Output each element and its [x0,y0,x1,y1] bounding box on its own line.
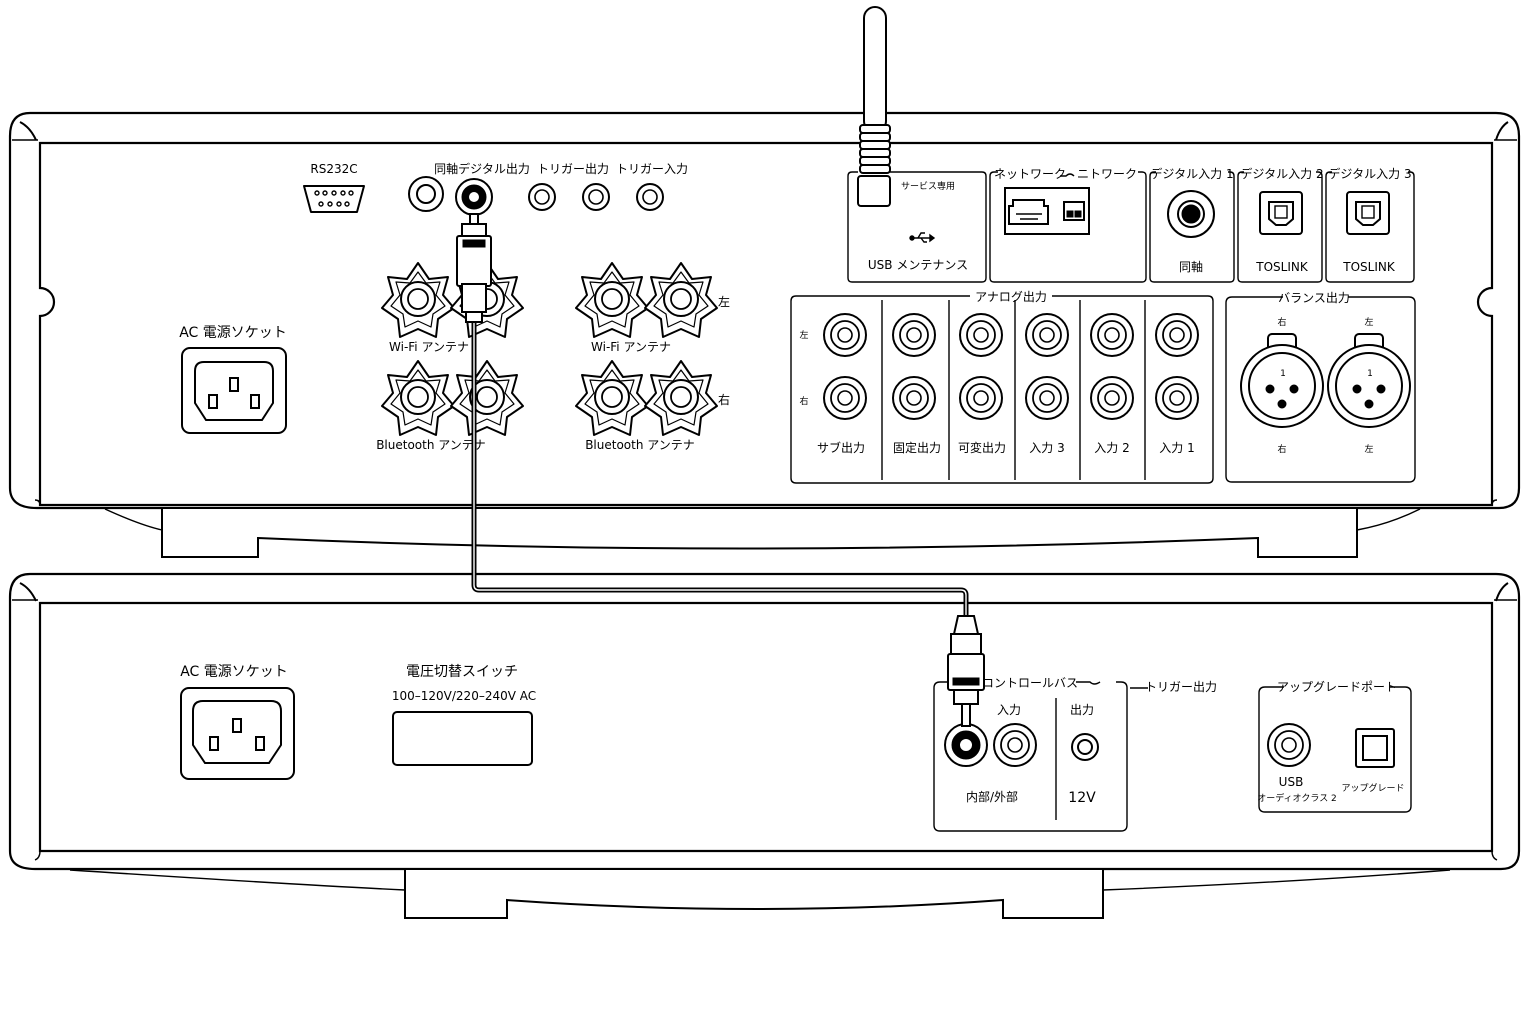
coax-digital-output-label: 同軸デジタル出力 [434,161,530,176]
service-only-label: サービス専用 [901,180,955,192]
ac-socket-label-bottom: AC 電源ソケット [180,664,288,680]
upgrade-port: アップグレードポート USB オーディオクラス 2 アップグレード [1257,680,1412,813]
trigger-output-jacks: トリガー出力 [528,162,610,211]
toslink-label-1: TOSLINK [1255,260,1309,274]
bottom-unit: AC 電源ソケット 電圧切替スイッチ 100–120V/220–240V AC … [8,572,1521,919]
analog-output-label: アナログ出力 [975,290,1047,304]
audio-class-2-label: オーディオクラス 2 [1257,792,1337,804]
control-bus-input-label: 入力 [997,703,1021,717]
usb-icon [909,232,936,243]
control-bus-output-label: 出力 [1070,703,1094,717]
xlr-pin-label-right: 1 [1280,369,1286,379]
usb-label: USB [1279,775,1304,789]
coax-digital-output: 同軸デジタル出力 [408,161,530,216]
analog-column-input-3: 入力 3 [1029,441,1064,455]
bluetooth-antenna-label-a: Bluetooth アンテナ [376,438,486,452]
voltage-switch-label: 電圧切替スイッチ [406,664,518,680]
analog-column-fixed-out: 固定出力 [893,440,941,455]
xlr-right: 1 [1240,333,1324,428]
cable-plug-bottom [947,615,985,727]
upgrade-port-label: アップグレードポート [1277,680,1397,694]
voltage-selector-switch: 電圧切替スイッチ 100–120V/220–240V AC [392,664,536,766]
digital-input-3-label: デジタル入力 3 [1328,166,1411,181]
network-port: ネットワーク ニトワーク [989,167,1147,283]
digital-input-2: デジタル入力 2 TOSLINK [1237,166,1324,283]
analog-left-label: 左 [799,329,808,341]
analog-outputs: アナログ出力 左 右 サブ出力 固定出力 可変出力 入力 3 入力 2 入力 1 [790,290,1214,484]
wifi-antenna [857,6,891,207]
xlr-left: 1 [1327,333,1411,428]
internal-external-label: 内部/外部 [966,789,1018,804]
coax-input-label: 同軸 [1179,260,1203,274]
12v-label: 12V [1068,790,1096,806]
voltage-range-label: 100–120V/220–240V AC [392,689,536,703]
bluetooth-antenna-label-b: Bluetooth アンテナ [585,438,695,452]
trigger-input-jack: トリガー入力 [616,162,688,211]
wifi-antenna-label-a: Wi-Fi アンテナ [389,340,469,354]
control-bus-label: コントロールバス [982,676,1078,690]
xlr-left-top-label: 左 [1364,316,1373,328]
analog-column-variable-out: 可変出力 [958,440,1006,455]
ac-power-socket-top: AC 電源ソケット [179,325,287,434]
balanced-outputs: バランス出力 右 左 1 1 右 左 [1225,291,1416,483]
speaker-right-label: 右 [718,392,730,407]
xlr-left-bottom-label: 左 [1364,443,1373,455]
speaker-terminals-a: Wi-Fi アンテナ Bluetooth アンテナ [376,262,524,452]
digital-input-1-label: デジタル入力 1 [1150,166,1233,181]
top-unit-feet [161,509,1358,558]
usb-maintenance-port: サービス専用 USB メンテナンス [847,171,987,283]
upgrade-label: アップグレード [1341,782,1404,794]
balanced-output-label: バランス出力 [1278,291,1350,305]
trigger-input-label: トリガー入力 [616,162,688,176]
bottom-unit-faceplate [38,601,1494,853]
cable-plug-top [456,213,492,323]
xlr-right-top-label: 右 [1277,316,1286,328]
control-bus: コントロールバス トリガー出力 入力 出力 内部/外部 12V [933,676,1217,832]
top-unit-faceplate [38,141,1494,507]
top-unit: RS232C 同軸デジタル出力 トリガー出力 トリガー入力 [8,6,1521,558]
digital-input-2-label: デジタル入力 2 [1240,166,1323,181]
trigger-output-label-bottom: トリガー出力 [1145,680,1217,694]
analog-column-input-2: 入力 2 [1094,441,1129,455]
analog-column-sub-out: サブ出力 [817,440,865,455]
xlr-right-bottom-label: 右 [1277,443,1286,455]
wifi-antenna-label-b: Wi-Fi アンテナ [591,340,671,354]
speaker-terminals-b: Wi-Fi アンテナ Bluetooth アンテナ 左 右 [575,262,730,452]
rs232c-label: RS232C [310,162,357,176]
rs232c-port: RS232C [303,162,365,213]
network-label: ネットワーク [994,167,1066,181]
analog-right-label: 右 [799,395,808,407]
bottom-unit-feet [404,870,1104,919]
control-bus-cable [456,213,985,727]
digital-input-3: デジタル入力 3 TOSLINK [1325,166,1415,283]
usb-maintenance-label: USB メンテナンス [868,258,968,272]
speaker-left-label: 左 [718,294,730,309]
ac-power-socket-bottom: AC 電源ソケット [180,664,295,780]
digital-input-1: デジタル入力 1 同軸 [1149,166,1235,283]
trigger-output-label: トリガー出力 [537,162,609,176]
ac-socket-label-top: AC 電源ソケット [179,325,287,341]
analog-column-input-1: 入力 1 [1159,441,1194,455]
network-label-2: ニトワーク [1077,167,1137,181]
toslink-label-2: TOSLINK [1342,260,1396,274]
xlr-pin-label-left: 1 [1367,369,1373,379]
